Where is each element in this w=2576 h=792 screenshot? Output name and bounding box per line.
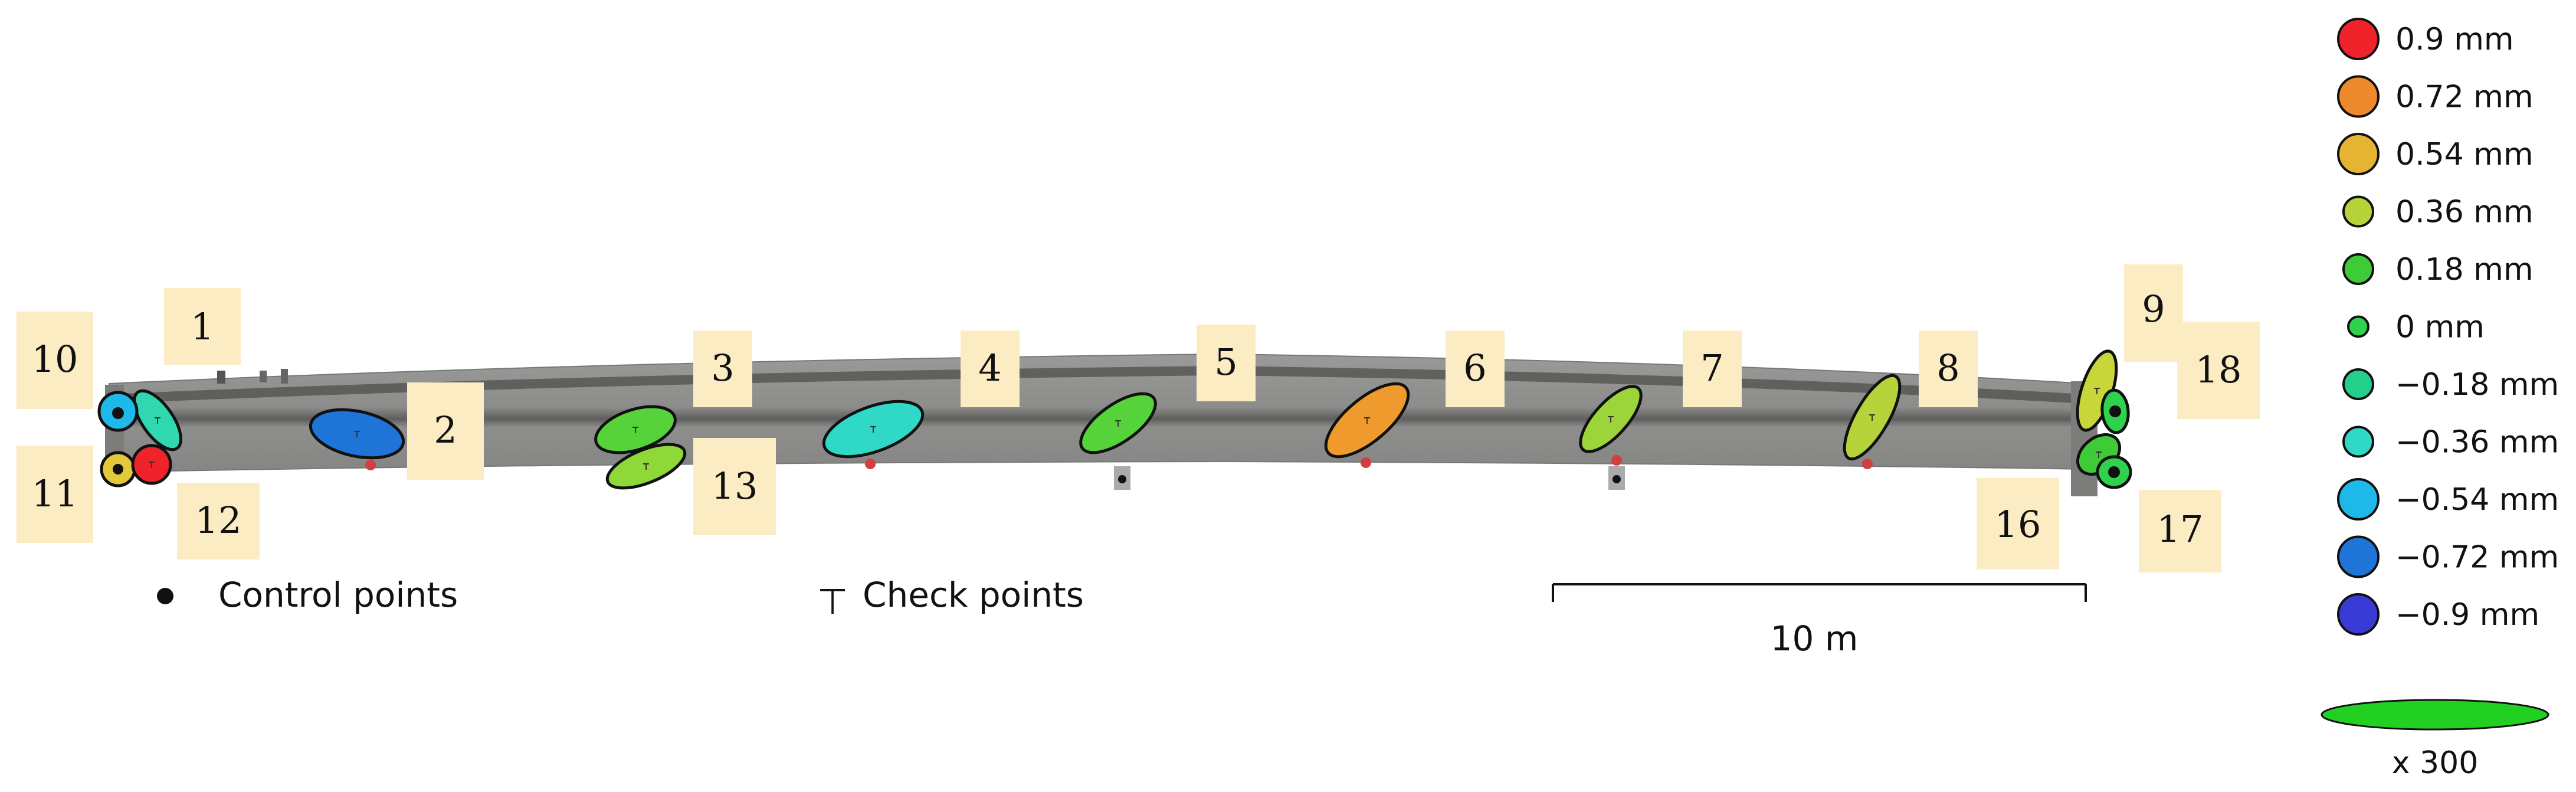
check-points-label: Check points [863, 575, 1084, 615]
scale-bar-label: 10 m [1771, 618, 1859, 659]
scale-bar: 10 m [1552, 583, 2087, 659]
check-point-tick-1 [155, 417, 160, 424]
check-point-tick-4 [870, 426, 876, 433]
svg-text:3: 3 [711, 346, 734, 390]
legend-label: −0.9 mm [2395, 597, 2539, 633]
legend-label: 0.9 mm [2395, 22, 2514, 57]
control-point-dot [2109, 405, 2121, 417]
svg-text:9: 9 [2142, 287, 2165, 330]
legend-swatch [2347, 315, 2369, 338]
target-marker-red [1611, 455, 1622, 466]
legend-swatch [2337, 75, 2380, 118]
check-point-tick-2 [354, 431, 360, 437]
check-point-tick-9 [2094, 388, 2100, 394]
point-label-12: 12 [177, 483, 260, 559]
check-point-symbol: ⊤ [817, 581, 848, 623]
legend-label: 0 mm [2395, 310, 2485, 345]
svg-text:11: 11 [32, 472, 78, 515]
target-marker-red [865, 459, 876, 469]
point-label-7: 7 [1683, 330, 1742, 407]
point-label-8: 8 [1919, 330, 1978, 407]
wall-fixture [281, 369, 288, 384]
scale-ellipse-legend: x 300 [2321, 699, 2549, 781]
legend-swatch [2337, 18, 2380, 60]
point-label-6: 6 [1446, 330, 1505, 407]
legend-swatch [2342, 253, 2374, 285]
control-point-markers [112, 405, 2121, 483]
svg-text:5: 5 [1214, 341, 1237, 384]
scale-ellipse [2321, 699, 2549, 731]
point-label-17: 17 [2139, 490, 2221, 572]
scale-ellipse-label: x 300 [2392, 745, 2479, 781]
svg-text:1: 1 [191, 305, 214, 348]
wall-fixture [217, 371, 225, 384]
point-label-5: 5 [1197, 325, 1256, 401]
control-point-dot [1613, 475, 1621, 483]
point-label-2: 2 [407, 382, 484, 480]
legend-label: 0.18 mm [2395, 252, 2534, 287]
check-point-tick-6 [1364, 417, 1370, 424]
legend-swatch [2342, 195, 2374, 228]
wall-fixture [260, 371, 267, 382]
target-marker-red [1361, 457, 1371, 468]
point-label-13: 13 [693, 438, 776, 535]
legend-swatch [2337, 133, 2380, 175]
svg-text:7: 7 [1700, 346, 1723, 390]
control-point-dot [1118, 475, 1126, 483]
legend-swatch [2342, 368, 2374, 400]
svg-text:6: 6 [1463, 346, 1486, 390]
check-point-tick-16 [2096, 451, 2102, 458]
point-label-10: 10 [17, 312, 93, 409]
legend-swatch [2342, 426, 2374, 458]
check-point-tick-13 [643, 463, 649, 470]
svg-text:10: 10 [32, 338, 78, 381]
marker-legend: Control points ⊤ Check points [157, 575, 1084, 623]
svg-text:13: 13 [712, 464, 758, 508]
check-point-tick-3 [632, 427, 638, 433]
control-points-label: Control points [218, 575, 458, 615]
point-labels: 1 2 3 4 5 6 7 8 [17, 264, 2260, 572]
legend-swatch [2337, 535, 2380, 578]
check-point-tick-8 [1869, 414, 1875, 421]
svg-text:18: 18 [2195, 348, 2242, 391]
check-point-tick-12 [149, 462, 155, 468]
legend-label: −0.54 mm [2395, 482, 2559, 518]
target-marker-red [365, 460, 376, 470]
target-marker-red [1862, 459, 1873, 469]
svg-text:16: 16 [1995, 503, 2041, 546]
control-point-symbol [157, 588, 173, 604]
svg-text:17: 17 [2157, 508, 2204, 551]
svg-text:12: 12 [195, 499, 242, 542]
svg-text:8: 8 [1936, 346, 1959, 390]
legend-swatch [2337, 593, 2380, 636]
legend-label: −0.18 mm [2395, 367, 2559, 402]
control-point-dot [2108, 466, 2120, 478]
point-label-1: 1 [164, 288, 241, 365]
point-label-9: 9 [2124, 264, 2183, 362]
legend-label: −0.36 mm [2395, 425, 2559, 460]
legend-label: 0.54 mm [2395, 137, 2534, 172]
point-label-4: 4 [961, 330, 1020, 407]
point-label-3: 3 [693, 330, 752, 407]
legend-label: 0.36 mm [2395, 195, 2534, 230]
point-label-16: 16 [1977, 478, 2059, 570]
control-point-dot [113, 464, 123, 474]
control-point-dot [112, 407, 124, 419]
point-label-11: 11 [17, 446, 93, 543]
svg-text:4: 4 [978, 346, 1001, 390]
svg-text:2: 2 [434, 408, 457, 451]
legend-label: −0.72 mm [2395, 540, 2559, 575]
legend-swatch [2337, 478, 2380, 521]
color-legend: 0.9 mm 0.72 mm 0.54 mm 0.36 mm 0.18 mm 0 mm −0… [2337, 18, 2559, 636]
check-point-tick-7 [1608, 416, 1614, 423]
point-label-18: 18 [2177, 322, 2260, 419]
legend-label: 0.72 mm [2395, 80, 2534, 115]
check-point-tick-5 [1115, 420, 1121, 427]
